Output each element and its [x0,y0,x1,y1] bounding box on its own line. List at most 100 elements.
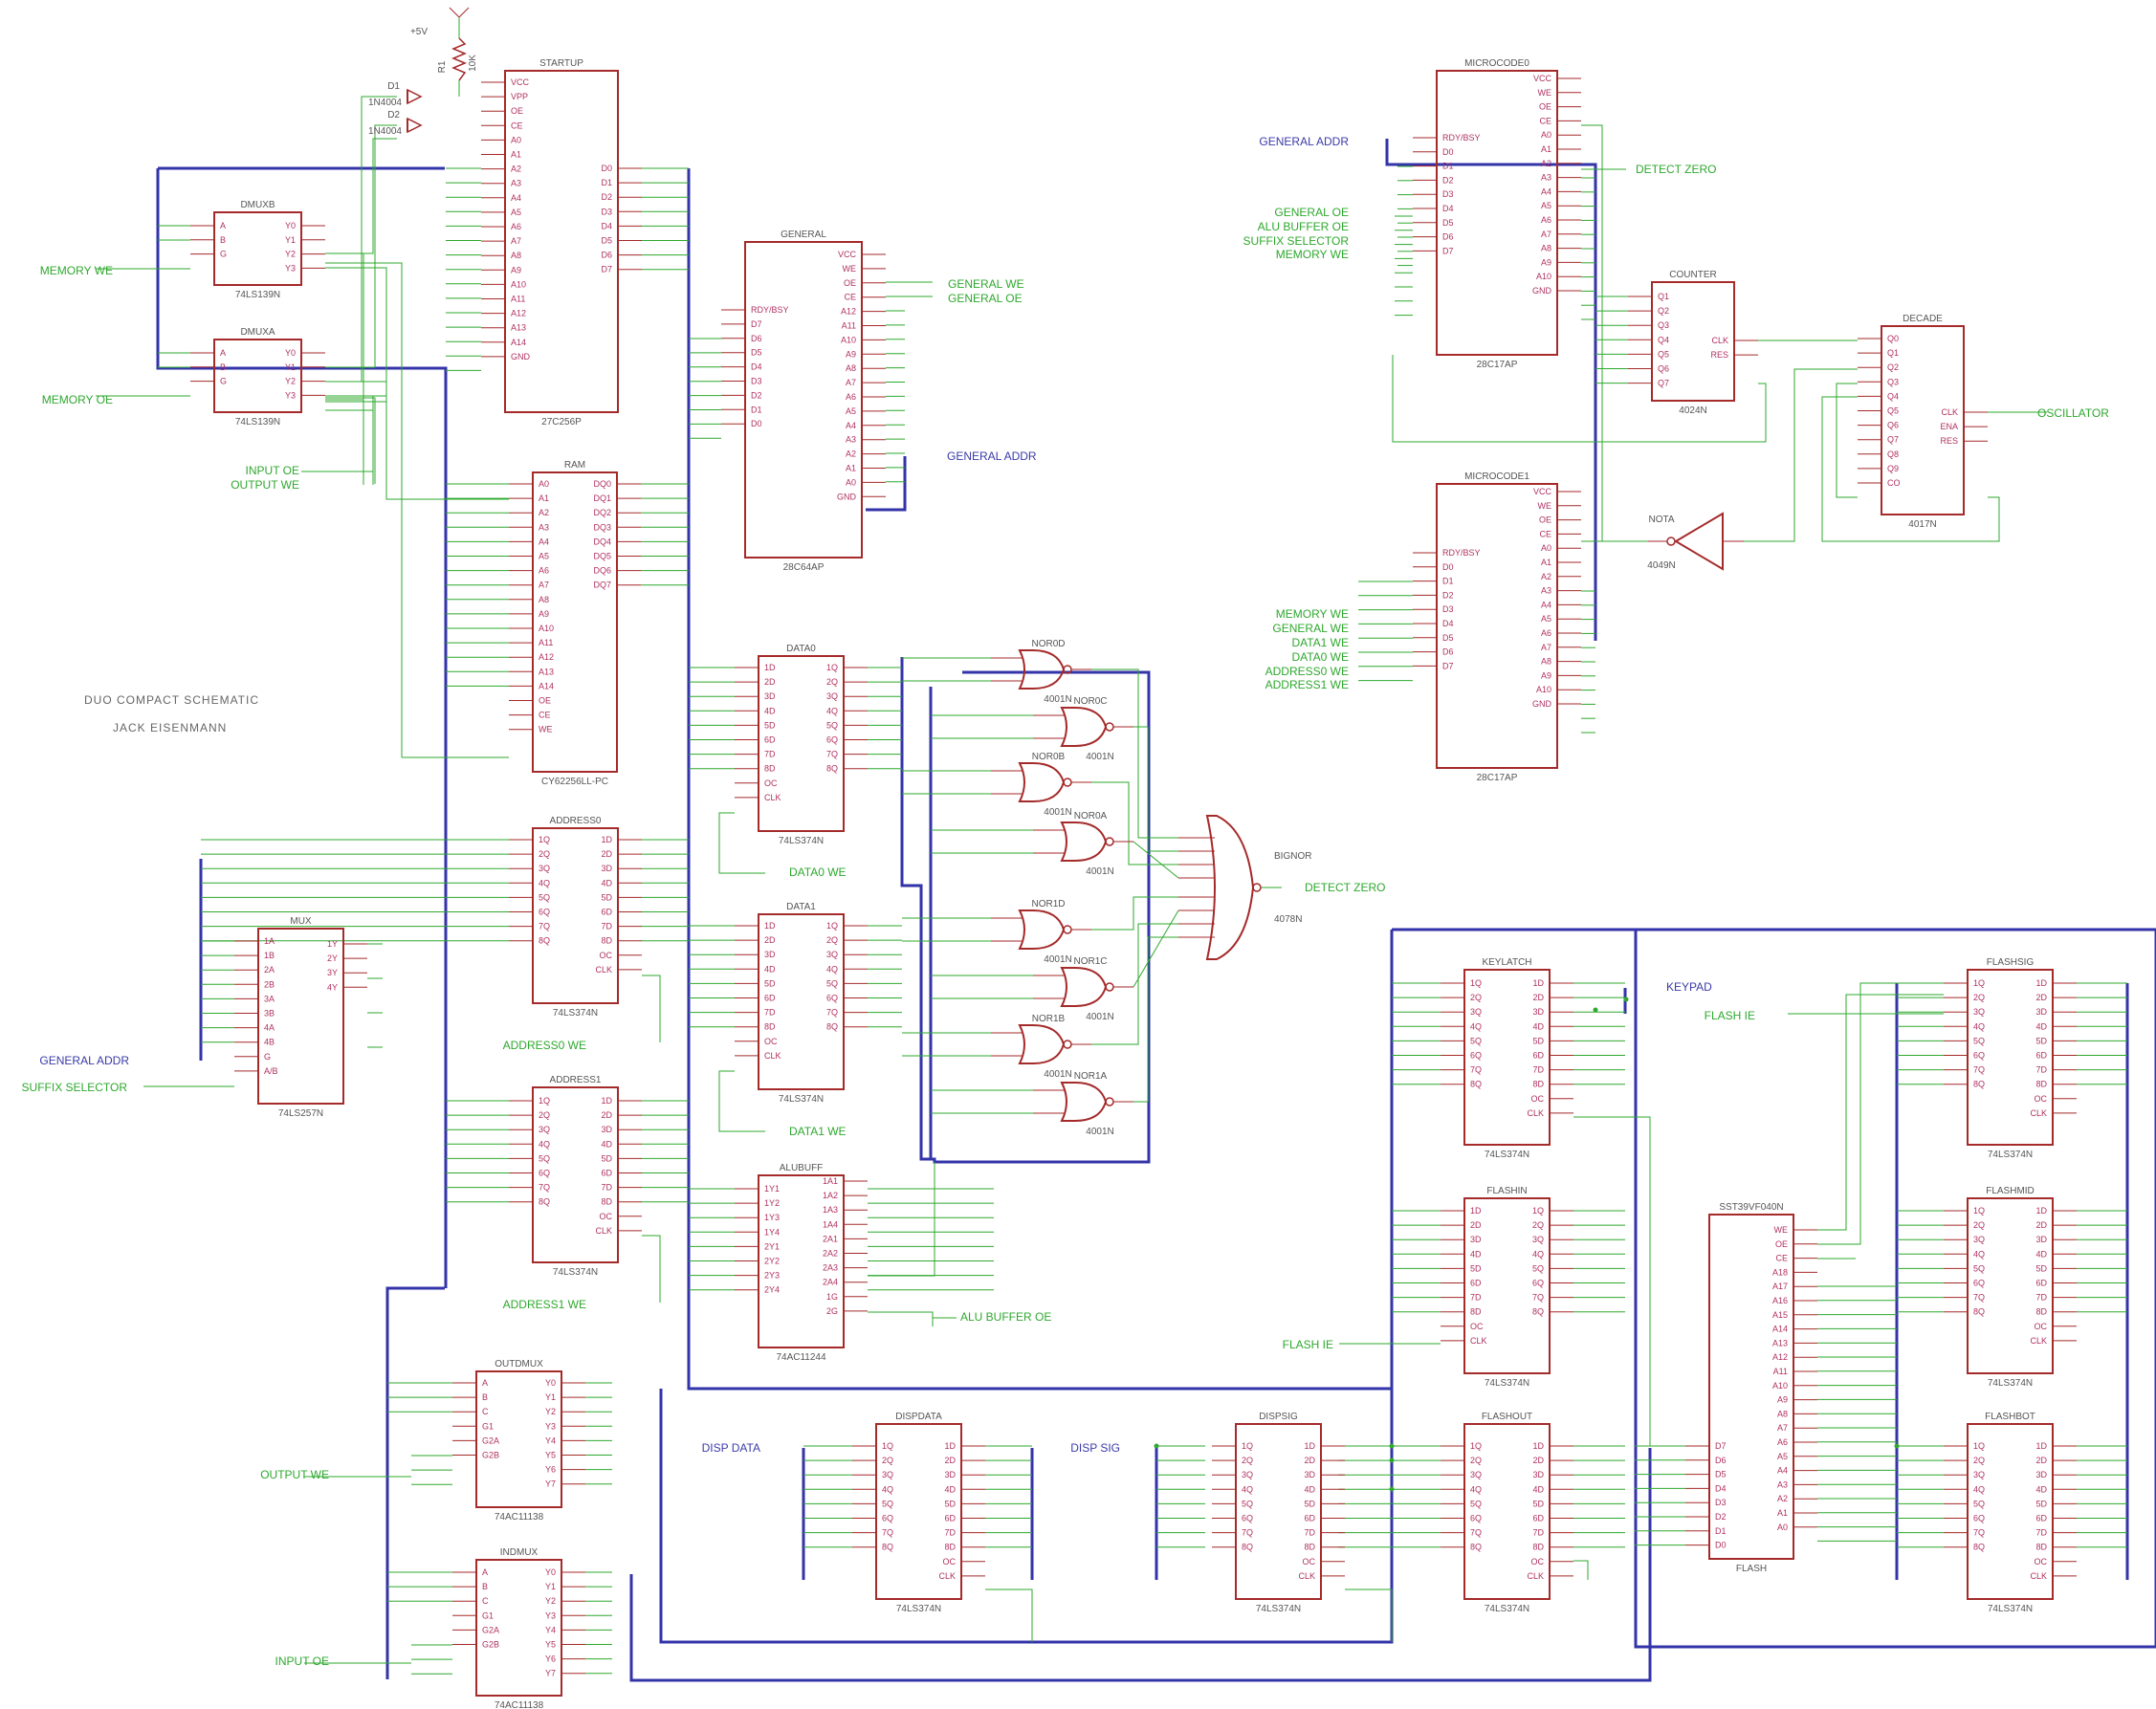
gate-value: 4001N [1044,694,1071,705]
pin-label: A8 [511,251,521,260]
pin-label: 4D [764,706,776,715]
pin-label: 5Q [1470,1036,1482,1045]
pin-label: G1 [482,1610,494,1620]
resistor-value: 10K [468,55,478,72]
part-body [213,339,302,413]
pin-label: 2Q [826,677,838,687]
wire [868,1311,957,1319]
net-label-alu-buffer-oe: ALU BUFFER OE [1258,220,1349,233]
pin-label: 5Q [882,1499,893,1508]
pin-label: GND [511,352,531,362]
pin-label: CE [1539,116,1551,125]
pin-label: A0 [511,135,521,144]
pin-label: CLK [2030,1108,2047,1118]
pin-label: 1Q [1470,1441,1482,1451]
pin-label: 2A [264,965,275,975]
pin-label: A13 [1772,1338,1788,1347]
pin-label: 4D [1304,1484,1315,1494]
pin-label: Y2 [285,377,296,386]
gate-name: NOR1D [1031,899,1065,909]
gate-body [1205,815,1255,960]
pin-label: WE [843,264,857,274]
pin-label: 1Y3 [764,1213,780,1222]
pin-label: A6 [846,392,856,402]
pin-label: A8 [1777,1409,1788,1418]
pin-label: 2D [1470,1220,1482,1230]
part-body [257,928,344,1105]
net-label-alu-buffer-oe: ALU BUFFER OE [960,1310,1051,1324]
net-label-general-addr: GENERAL ADDR [947,449,1037,463]
net-label-general-addr: GENERAL ADDR [39,1054,129,1067]
pin-label: B [220,362,226,372]
pin-label: 5Q [1973,1036,1985,1045]
net-label-memory-oe: MEMORY OE [42,393,113,406]
part-value: 74AC11138 [495,1512,544,1523]
net-label-disp-data: DISP DATA [702,1441,760,1455]
net-label-data0-we: DATA0 WE [789,865,847,879]
part-body [532,827,619,1004]
wire [1744,368,1858,542]
part-body [1708,1214,1794,1560]
net-label-memory-we: MEMORY WE [40,264,113,277]
part-value: 28C64AP [783,562,825,573]
wire [1133,841,1179,879]
pin-label: 8Q [1470,1080,1482,1089]
part-flashmid: FLASHMID74LS374N1Q2Q3Q4Q5Q6Q7Q8Q1D2D3D4D… [1944,1186,2077,1389]
pin-label: 1B [264,951,275,960]
part-name: KEYLATCH [1482,957,1531,968]
pin-label: DQ4 [593,537,611,546]
pin-label: 4Q [1973,1484,1985,1494]
pin-label: 1A1 [823,1176,838,1186]
part-value: 74LS374N [1988,1604,2033,1614]
pin-label: D1 [751,405,762,414]
part-value: 74LS374N [1256,1604,1301,1614]
pin-label: 2D [1532,993,1544,1002]
pin-label: 3Q [1242,1470,1253,1479]
pin-label: 8Q [1242,1543,1253,1552]
pin-label: 8Q [826,1022,838,1032]
part-name: ADDRESS0 [550,816,602,826]
part-name: FLASHOUT [1482,1412,1532,1422]
part-value: 74LS374N [553,1267,598,1278]
pin-label: A0 [1777,1523,1788,1532]
pin-label: 1D [1532,1441,1544,1451]
pin-label: A2 [1541,159,1551,168]
net-label-address0-we: ADDRESS0 WE [503,1039,586,1052]
gate-value: 4001N [1086,866,1113,877]
pin-label: 1G [826,1292,838,1302]
diode-value: 1N4004 [368,98,402,108]
pin-label: WE [1538,501,1552,511]
pin-label: A3 [511,179,521,188]
pin-label: 8Q [882,1543,893,1552]
net-label-flash-ie: FLASH IE [1283,1338,1333,1351]
pin-label: 4Q [826,706,838,715]
pin-label: 4D [1470,1249,1482,1259]
pin-label: D6 [751,334,762,343]
pin-label: OC [1531,1094,1545,1104]
pin-label: RES [1940,436,1958,446]
pin-label: CE [511,121,523,130]
pin-label: DQ6 [593,566,611,576]
pin-label: 7Q [1242,1528,1253,1538]
pin-label: 8Q [1532,1307,1544,1317]
pin-label: 7Q [1973,1065,1985,1075]
pin-label: A1 [1777,1508,1788,1518]
pin-label: RDY/BSY [1442,548,1481,558]
pin-label: 1A [264,936,275,946]
pin-label: 5Q [539,1153,550,1163]
part-general: GENERAL28C64APRDY/BSYD7D6D5D4D3D2D1D0VCC… [721,230,886,573]
pin-label: 6D [2035,1279,2047,1288]
pin-label: A8 [846,363,856,373]
pin-label: 3Q [826,691,838,701]
pin-label: B [220,235,226,245]
part-name: GENERAL [781,230,826,240]
pin-label: A11 [539,638,553,647]
pin-label: 6Q [1973,1051,1985,1061]
gate-bubble [1063,1040,1072,1049]
pin-label: 8D [1470,1307,1482,1317]
net-label-flash-ie: FLASH IE [1705,1009,1755,1022]
pin-label: 8D [1304,1543,1315,1552]
pin-label: A5 [539,552,549,561]
